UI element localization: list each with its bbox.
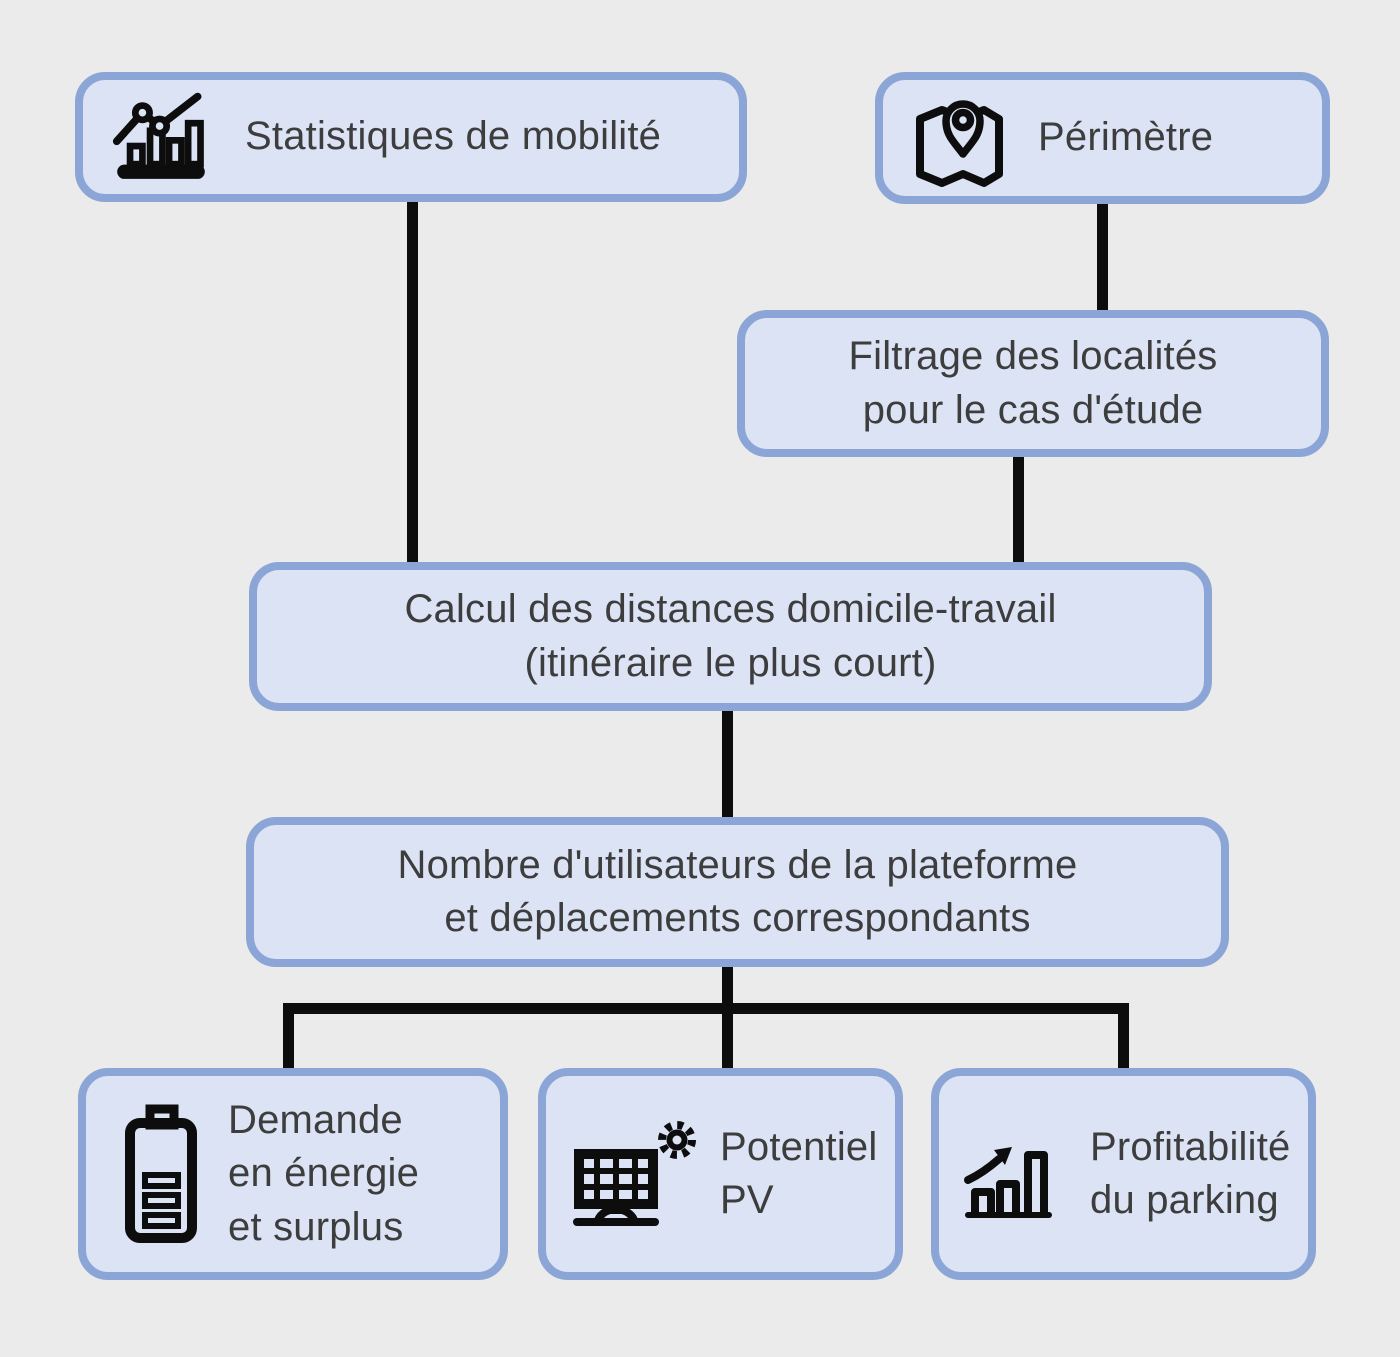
node-nombre-utilisateurs: Nombre d'utilisateurs de la plateforme e… — [246, 817, 1229, 967]
node-calcul-distances: Calcul des distances domicile-travail (i… — [249, 562, 1212, 711]
node-label-line2: PV — [720, 1178, 774, 1222]
growth-chart-arrow-icon — [961, 1127, 1066, 1222]
node-label-line3: et surplus — [228, 1204, 404, 1249]
solar-panel-gear-icon — [571, 1120, 706, 1228]
connector-branch-left-drop — [283, 1003, 294, 1071]
node-label-block: Potentiel PV — [720, 1121, 877, 1227]
node-label-block: Profitabilité du parking — [1090, 1121, 1290, 1227]
connector-filtrage-to-calcul — [1013, 453, 1024, 566]
node-demande-energie: Demande en énergie et surplus — [78, 1068, 508, 1280]
node-profitabilite-parking: Profitabilité du parking — [931, 1068, 1316, 1280]
connector-perimetre-to-filtrage — [1097, 200, 1108, 314]
node-label-line2: pour le cas d'étude — [862, 387, 1204, 432]
node-label-line2: (itinéraire le plus court) — [524, 640, 937, 685]
connector-stats-to-calcul — [407, 198, 418, 566]
node-label-line1: Nombre d'utilisateurs de la plateforme — [397, 842, 1078, 887]
connector-branch-horizontal — [283, 1003, 1129, 1014]
node-label-line1: Filtrage des localités — [848, 334, 1218, 379]
bar-chart-trend-icon — [111, 87, 211, 187]
node-label-line2: du parking — [1090, 1178, 1279, 1222]
connector-calcul-to-nombre — [722, 708, 733, 820]
node-label-line1: Potentiel — [720, 1124, 878, 1169]
node-label: Périmètre — [1038, 115, 1214, 160]
map-pin-icon — [911, 88, 1006, 188]
node-label: Statistiques de mobilité — [245, 114, 662, 159]
node-label-line1: Calcul des distances domicile-travail — [404, 587, 1057, 632]
connector-branch-right-drop — [1118, 1003, 1129, 1071]
node-label-block: Demande en énergie et surplus — [228, 1094, 419, 1254]
battery-icon — [124, 1103, 198, 1245]
node-label-line2: et déplacements correspondants — [444, 896, 1031, 940]
node-label-line1: Demande — [228, 1098, 403, 1143]
node-potentiel-pv: Potentiel PV — [538, 1068, 903, 1280]
node-filtrage-localites: Filtrage des localités pour le cas d'étu… — [737, 310, 1329, 457]
node-label-line2: en énergie — [228, 1151, 420, 1196]
node-label-line1: Profitabilité — [1090, 1124, 1291, 1169]
node-statistiques-mobilite: Statistiques de mobilité — [75, 72, 747, 202]
connector-nombre-to-branches — [722, 964, 733, 1072]
node-perimetre: Périmètre — [875, 72, 1330, 204]
